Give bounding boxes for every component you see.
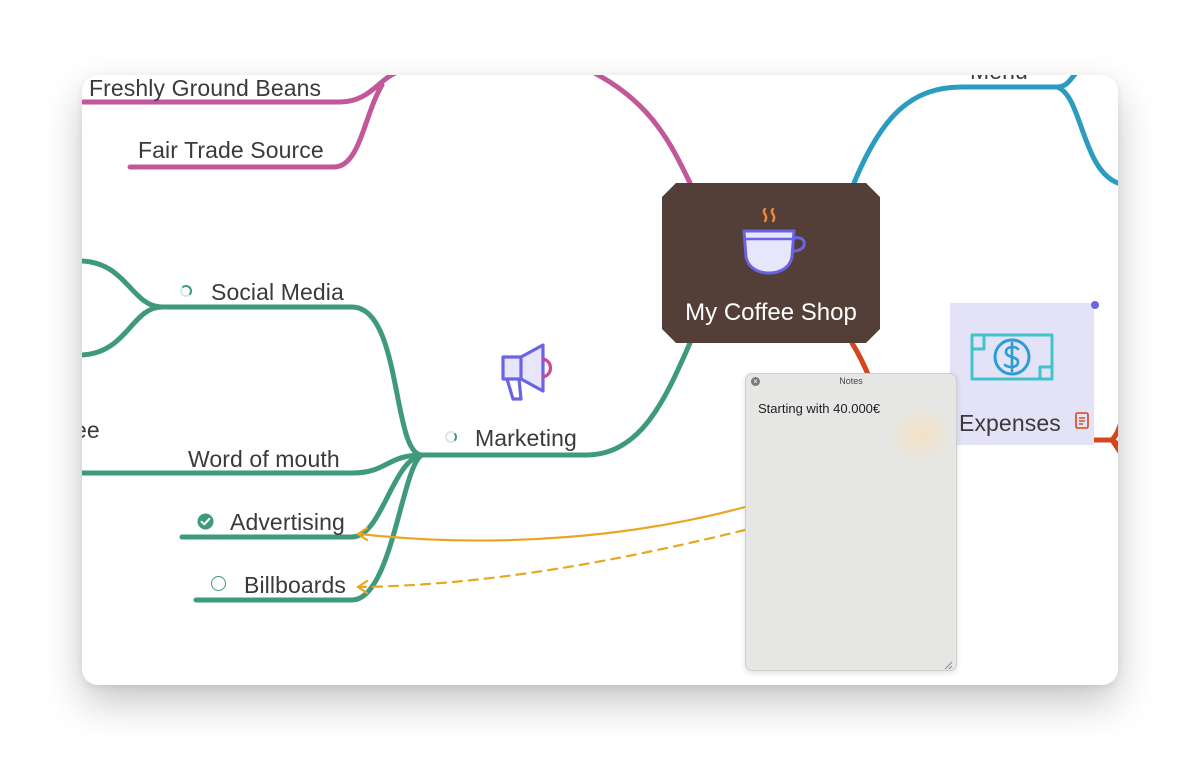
branch-expenses-right <box>1091 423 1118 443</box>
empty-circle-icon[interactable] <box>211 576 226 591</box>
mindmap-connections <box>82 75 1118 603</box>
note-icon[interactable] <box>1075 412 1089 429</box>
expenses-topic-card[interactable] <box>950 303 1094 445</box>
notes-highlight <box>886 404 956 464</box>
branch-menu-main <box>851 84 1060 186</box>
branch-social-sub-2 <box>82 304 165 358</box>
topic-partial-left[interactable]: ee <box>82 417 100 443</box>
branch-word-of-mouth <box>82 452 425 476</box>
central-topic-node[interactable]: My Coffee Shop <box>662 183 880 343</box>
branch-menu-sub-2 <box>1054 84 1118 186</box>
topic-billboards[interactable]: Billboards <box>244 572 346 598</box>
topic-social-media[interactable]: Social Media <box>211 279 344 305</box>
check-circle-icon[interactable] <box>197 513 214 530</box>
branch-fair-trade <box>127 82 385 170</box>
coffee-cup-icon <box>737 205 809 279</box>
topic-expenses[interactable]: Expenses <box>959 410 1061 436</box>
branch-freshly-ground <box>82 75 398 105</box>
link-notes-to-billboards <box>358 528 747 589</box>
branch-advertising <box>179 452 425 540</box>
topic-freshly-ground-beans[interactable]: Freshly Ground Beans <box>89 75 322 101</box>
topic-menu[interactable]: Menu <box>970 75 1028 84</box>
branch-coffee-main <box>592 75 693 186</box>
resize-handle-icon[interactable] <box>943 657 953 670</box>
branch-marketing-main <box>419 340 693 458</box>
close-icon[interactable]: × <box>751 377 760 386</box>
notes-content[interactable]: Starting with 40.000€ <box>758 401 881 416</box>
dollar-bill-icon <box>968 329 1056 387</box>
branch-menu-sub-1 <box>1054 75 1078 90</box>
megaphone-icon <box>497 341 565 403</box>
central-topic-title: My Coffee Shop <box>685 299 857 326</box>
notes-panel[interactable]: × Notes Starting with 40.000€ <box>745 373 957 671</box>
notes-titlebar[interactable]: × Notes <box>746 374 956 389</box>
topic-fair-trade-source[interactable]: Fair Trade Source <box>138 137 324 163</box>
topic-word-of-mouth[interactable]: Word of mouth <box>188 446 340 472</box>
topic-marketing[interactable]: Marketing <box>475 425 577 451</box>
notes-title: Notes <box>839 376 863 386</box>
branch-social-media <box>159 304 425 458</box>
selection-handle[interactable] <box>1091 301 1099 309</box>
link-notes-to-advertising <box>358 505 747 542</box>
progress-ring-icon <box>445 431 457 443</box>
mindmap-canvas[interactable]: Freshly Ground Beans Fair Trade Source e… <box>82 75 1118 685</box>
progress-ring-icon <box>180 285 192 297</box>
branch-social-sub-1 <box>82 258 165 310</box>
topic-advertising[interactable]: Advertising <box>230 509 345 535</box>
